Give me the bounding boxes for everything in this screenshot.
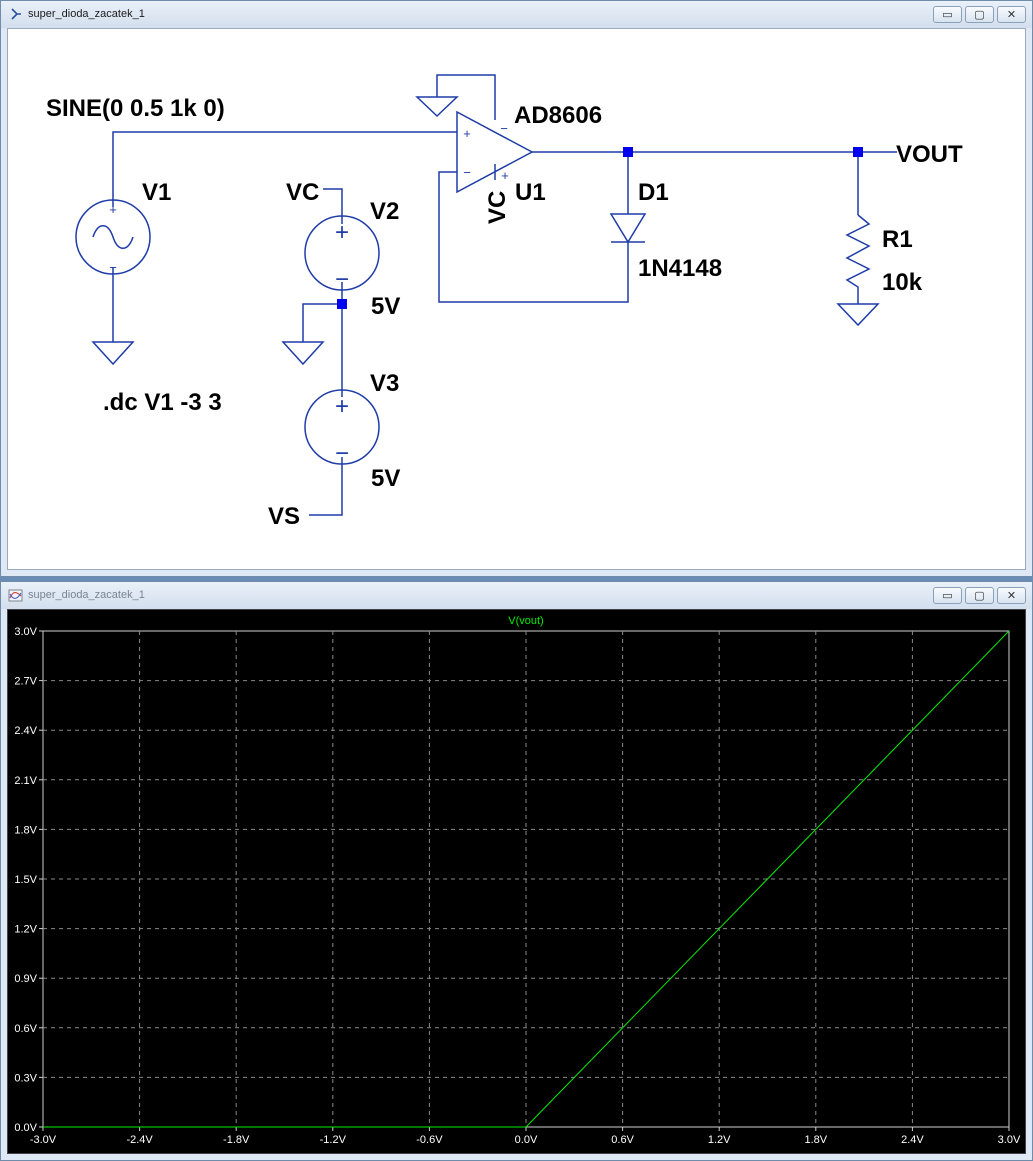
v1-name-label[interactable]: V1 <box>142 179 171 206</box>
opamp-minus-sign: − <box>463 165 471 180</box>
series-line-vout[interactable] <box>43 630 1010 1128</box>
v2-plus-sign: + <box>335 219 349 246</box>
x-tick-label: 0.0V <box>515 1134 538 1146</box>
x-tick-label: 1.2V <box>708 1134 731 1146</box>
dc-directive-label[interactable]: .dc V1 -3 3 <box>103 389 222 416</box>
opamp-model-label[interactable]: AD8606 <box>514 102 602 129</box>
plot-area[interactable]: -3.0V -2.4V -1.8V -1.2V -0.6V 0.0V 0.6V 1.2V 1.8… <box>8 610 1026 1154</box>
trace-name-label[interactable]: V(vout) <box>508 615 543 627</box>
x-tick-label: -3.0V <box>30 1134 57 1146</box>
waveform-window[interactable]: super_dioda_zacatek_1 ▭ ▢ ✕ -3.0V -2.4V -1… <box>0 581 1033 1161</box>
v1-minus-sign: − <box>109 260 117 275</box>
y-tick-label: 2.1V <box>14 775 37 787</box>
v3-value-label[interactable]: 5V <box>371 465 400 492</box>
opamp-supply-label[interactable]: VC <box>484 191 511 224</box>
y-tick-label: 0.6V <box>14 1023 37 1035</box>
x-tick-label: -1.2V <box>320 1134 347 1146</box>
r1-name-label[interactable]: R1 <box>882 226 913 253</box>
v3-plus-sign: + <box>335 393 349 420</box>
v3-name-label[interactable]: V3 <box>370 370 399 397</box>
minimize-button[interactable]: ▭ <box>933 587 962 604</box>
wires <box>112 74 897 516</box>
waveform-icon <box>8 589 23 602</box>
x-tick-label: 3.0V <box>998 1134 1021 1146</box>
opamp-u1-symbol[interactable]: + − − + <box>456 110 534 194</box>
y-tick-label: 2.7V <box>14 676 37 688</box>
maximize-button[interactable]: ▢ <box>965 587 994 604</box>
schematic-titlebar[interactable]: super_dioda_zacatek_1 ▭ ▢ ✕ <box>1 1 1032 28</box>
v3-minus-sign: − <box>335 440 349 467</box>
diode-model-label[interactable]: 1N4148 <box>638 255 722 282</box>
x-tick-label: 0.6V <box>611 1134 634 1146</box>
waveform-titlebar[interactable]: super_dioda_zacatek_1 ▭ ▢ ✕ <box>1 582 1032 609</box>
x-tick-label: 1.8V <box>804 1134 827 1146</box>
y-tick-label: 2.4V <box>14 725 37 737</box>
ground-symbols <box>91 96 880 366</box>
schematic-drawing: + − + − + − + − − + <box>46 74 963 530</box>
vs-net-label[interactable]: VS <box>268 503 300 530</box>
waveform-window-title: super_dioda_zacatek_1 <box>28 589 145 601</box>
schematic-window-title: super_dioda_zacatek_1 <box>28 8 145 20</box>
plot-grid <box>42 630 1010 1128</box>
v2-minus-sign: − <box>335 266 349 293</box>
y-tick-label: 1.2V <box>14 924 37 936</box>
opamp-vplus-sign: + <box>501 168 509 183</box>
x-tick-label: -0.6V <box>416 1134 443 1146</box>
x-tick-label: -1.8V <box>223 1134 250 1146</box>
vc-net-label[interactable]: VC <box>286 179 319 206</box>
minimize-button[interactable]: ▭ <box>933 6 962 23</box>
close-button[interactable]: ✕ <box>997 587 1026 604</box>
v3-voltage-source-symbol[interactable]: + − <box>304 389 380 467</box>
v2-value-label[interactable]: 5V <box>371 293 400 320</box>
junction-dots <box>337 147 863 309</box>
diode-name-label[interactable]: D1 <box>638 179 669 206</box>
r1-value-label[interactable]: 10k <box>882 269 923 296</box>
opamp-vminus-sign: − <box>500 121 508 136</box>
schematic-canvas[interactable]: + − + − + − + − − + <box>7 28 1026 570</box>
opamp-plus-sign: + <box>463 126 471 141</box>
vout-net-label[interactable]: VOUT <box>896 141 963 168</box>
ltspice-icon <box>11 8 21 20</box>
plot-series <box>43 630 1010 1128</box>
maximize-button[interactable]: ▢ <box>965 6 994 23</box>
v1-plus-sign: + <box>109 202 117 217</box>
diode-d1-symbol[interactable] <box>609 213 647 244</box>
schematic-window[interactable]: super_dioda_zacatek_1 ▭ ▢ ✕ <box>0 0 1033 577</box>
x-tick-label: 2.4V <box>901 1134 924 1146</box>
opamp-name-label[interactable]: U1 <box>515 179 546 206</box>
y-tick-label: 1.5V <box>14 874 37 886</box>
v2-voltage-source-symbol[interactable]: + − <box>304 215 380 293</box>
y-tick-label: 0.3V <box>14 1072 37 1084</box>
y-tick-label: 0.9V <box>14 973 37 985</box>
axis-ticks: -3.0V -2.4V -1.8V -1.2V -0.6V 0.0V 0.6V 1.2V 1.8… <box>14 626 1021 1146</box>
v2-name-label[interactable]: V2 <box>370 198 399 225</box>
y-tick-label: 1.8V <box>14 824 37 836</box>
y-tick-label: 0.0V <box>14 1122 37 1134</box>
close-button[interactable]: ✕ <box>997 6 1026 23</box>
x-tick-label: -2.4V <box>126 1134 153 1146</box>
source-value-label[interactable]: SINE(0 0.5 1k 0) <box>46 95 225 122</box>
y-tick-label: 3.0V <box>14 626 37 638</box>
plot-pane[interactable]: -3.0V -2.4V -1.8V -1.2V -0.6V 0.0V 0.6V 1.2V 1.8… <box>7 609 1026 1154</box>
v1-sine-source-symbol[interactable]: + − <box>75 199 151 275</box>
